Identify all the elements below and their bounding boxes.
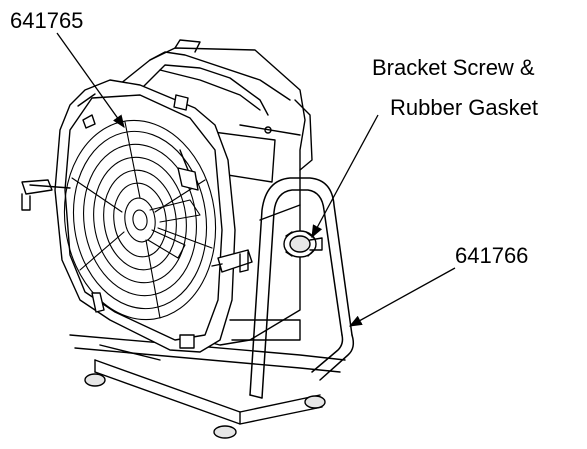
- bracket-screw-label-line1: Bracket Screw &: [372, 55, 535, 80]
- leader-bracket-screw: [311, 114, 379, 239]
- bracket-screw: [283, 230, 323, 258]
- stand-frame: [249, 177, 355, 399]
- bracket-screw-label-line2: Rubber Gasket: [390, 95, 538, 120]
- part-number-641766: 641766: [455, 243, 529, 268]
- leader-641765: [56, 32, 125, 129]
- part-number-641765: 641765: [10, 8, 84, 33]
- fan-guard: [63, 119, 217, 321]
- latch-right: [211, 249, 253, 273]
- leader-lines: [56, 32, 456, 327]
- latch-top: [177, 167, 199, 191]
- leader-641766: [348, 267, 456, 327]
- latch-left: [21, 179, 71, 211]
- foot-pads: [82, 94, 195, 349]
- base-frame: [69, 334, 346, 439]
